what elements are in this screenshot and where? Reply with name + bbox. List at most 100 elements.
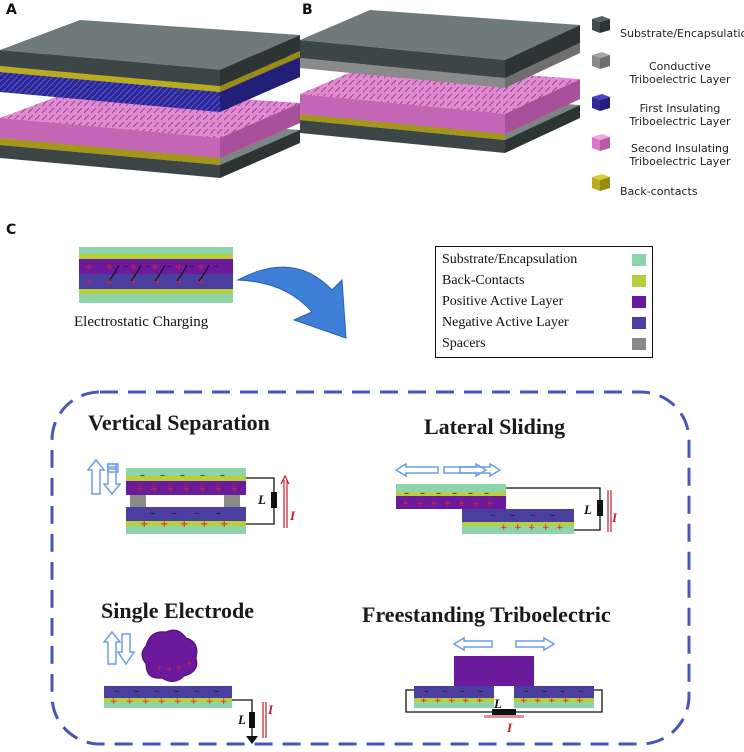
svg-text:+: + [174,697,182,707]
svg-text:+: + [472,499,480,509]
svg-text:+: + [85,277,93,288]
current-label-freestanding: I [507,720,513,735]
swatch-substrate [632,254,646,266]
title-single-electrode: Single Electrode [101,598,254,623]
svg-text:L: L [237,712,246,727]
svg-text:+: + [576,696,584,706]
svg-text:+: + [198,484,206,495]
svg-text:–: – [216,508,221,519]
svg-text:+: + [140,519,148,530]
svg-text:+: + [180,519,188,530]
svg-text:+: + [444,499,452,509]
svg-text:+: + [142,697,150,707]
svg-text:–: – [478,686,483,697]
svg-text:+: + [105,277,113,288]
svg-text:+: + [105,262,113,273]
cube-conductive-icon [592,52,610,69]
svg-text:+: + [153,277,161,288]
svg-text:+: + [150,484,158,495]
svg-text:–: – [550,510,555,521]
svg-text:+: + [126,697,134,707]
svg-text:+: + [129,262,137,273]
svg-text:I: I [289,508,296,523]
svg-text:–: – [510,510,515,521]
freestanding-diagram: –––––––– ++++++++++ L [405,636,603,718]
panel-label-b: B [302,2,313,18]
svg-text:–: – [542,686,547,697]
charging-stack: ++++++ ++++++ ––––– [79,247,233,303]
title-freestanding: Freestanding Triboelectric [362,602,611,627]
vertical-separation-diagram: ––––––––– ++++++++++++ L I [86,458,296,534]
svg-text:+: + [556,523,564,533]
svg-text:–: – [123,261,128,272]
svg-text:+: + [176,663,183,672]
svg-text:+: + [197,277,205,288]
svg-text:–: – [194,686,199,697]
svg-text:–: – [442,686,447,697]
svg-text:–: – [194,508,199,519]
svg-text:+: + [151,262,159,273]
cube-back-contacts-icon [592,174,610,191]
svg-text:–: – [150,508,155,519]
svg-text:+: + [542,523,550,533]
svg-text:+: + [186,659,193,668]
legend-c-negative: Negative Active Layer [442,315,569,330]
cube-second-insulating-icon [592,134,610,151]
svg-text:+: + [476,696,484,706]
curved-arrow-icon [236,266,347,339]
legend-c-spacers: Spacers [442,336,486,351]
svg-text:–: – [490,510,495,521]
legend-c-positive: Positive Active Layer [442,294,564,309]
svg-text:+: + [110,697,118,707]
svg-text:–: – [174,686,179,697]
svg-text:–: – [114,686,119,697]
svg-text:+: + [190,697,198,707]
svg-text:–: – [524,686,529,697]
svg-text:–: – [424,686,429,697]
svg-text:+: + [448,696,456,706]
svg-text:I: I [611,510,618,525]
svg-text:–: – [145,261,150,272]
svg-text:+: + [160,519,168,530]
svg-text:L: L [583,502,592,517]
panel-label-a: A [6,2,17,18]
svg-text:+: + [462,696,470,706]
single-electrode-diagram: ++++ –––––– ++++++++ L I [102,629,274,744]
svg-text:+: + [175,277,183,288]
svg-text:+: + [230,484,238,495]
cube-first-insulating-icon [592,94,610,111]
device-a-illustration [0,20,300,178]
svg-text:–: – [189,261,194,272]
svg-text:+: + [200,519,208,530]
svg-text:+: + [548,696,556,706]
lateral-sliding-diagram: –––––––––– ++++++++++++ L I [394,462,618,534]
svg-text:+: + [562,696,570,706]
svg-text:+: + [129,277,137,288]
svg-text:+: + [416,499,424,509]
svg-text:–: – [200,470,205,481]
svg-text:–: – [213,261,218,272]
svg-text:+: + [420,696,428,706]
legend-label-conductive: Conductive Triboelectric Layer [629,60,731,86]
svg-text:+: + [220,697,228,707]
legend-label-first-insulating: First Insulating Triboelectric Layer [629,102,731,128]
svg-text:–: – [140,470,145,481]
swatch-positive [632,296,646,308]
svg-text:+: + [514,523,522,533]
svg-text:–: – [420,488,425,499]
panel-label-c: C [6,222,17,238]
svg-text:+: + [434,696,442,706]
svg-text:+: + [486,499,494,509]
legend-materials: Substrate/Encapsulation Conductive Tribo… [590,16,744,204]
swatch-back-contacts [632,275,646,287]
svg-text:+: + [158,697,166,707]
legend-label-back-contacts: Back-contacts [620,185,698,198]
svg-text:I: I [267,702,274,717]
svg-text:–: – [154,686,159,697]
svg-text:L: L [257,492,266,507]
svg-text:+: + [500,523,508,533]
svg-text:+: + [85,262,93,273]
svg-text:+: + [520,696,528,706]
legend-layers: Substrate/Encapsulation Back-Contacts Po… [435,246,653,358]
